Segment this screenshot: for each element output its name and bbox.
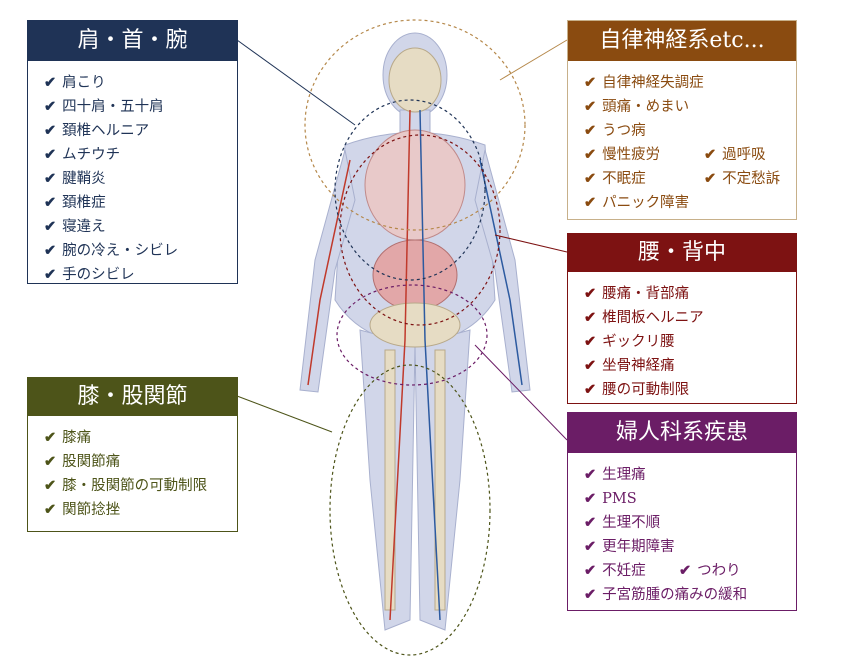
- check-icon: ✔: [44, 453, 57, 470]
- back-box: 腰・背中 ✔腰痛・背部痛 ✔椎間板ヘルニア ✔ギックリ腰 ✔坐骨神経痛 ✔腰の可動制限: [567, 233, 797, 404]
- check-icon: ✔: [584, 514, 597, 531]
- list-item: ✔PMS: [584, 490, 637, 507]
- check-icon: ✔: [584, 357, 597, 374]
- gyneco-region: [336, 284, 488, 386]
- autonomic-box: 自律神経系etc... ✔自律神経失調症 ✔頭痛・めまい ✔うつ病 ✔慢性疲労✔…: [567, 20, 797, 220]
- shoulder-list: ✔肩こり ✔四十肩・五十肩 ✔頚椎ヘルニア ✔ムチウチ ✔腱鞘炎 ✔頚椎症 ✔寝違え ✔腕の冷…: [28, 61, 237, 287]
- list-item: ✔膝痛: [44, 429, 92, 446]
- autonomic-list: ✔自律神経失調症 ✔頭痛・めまい ✔うつ病 ✔慢性疲労✔過呼吸 ✔不眠症✔不定愁…: [568, 61, 796, 215]
- check-icon: ✔: [584, 74, 597, 91]
- check-icon: ✔: [679, 562, 692, 579]
- check-icon: ✔: [44, 98, 57, 115]
- list-item: ✔寝違え: [44, 218, 106, 235]
- list-item: ✔腰痛・背部痛: [584, 285, 690, 302]
- list-item: ✔頚椎ヘルニア: [44, 122, 150, 139]
- list-item: ✔生理痛: [584, 466, 646, 483]
- back-region: [339, 134, 501, 326]
- connector-lines: [236, 39, 568, 441]
- check-icon: ✔: [584, 146, 597, 163]
- check-icon: ✔: [44, 501, 57, 518]
- gyneco-title: 婦人科系疾患: [568, 413, 796, 453]
- shoulder-region: [334, 99, 486, 281]
- shoulder-box: 肩・首・腕 ✔肩こり ✔四十肩・五十肩 ✔頚椎ヘルニア ✔ムチウチ ✔腱鞘炎 ✔頚椎症 ✔寝…: [27, 20, 238, 284]
- back-list: ✔腰痛・背部痛 ✔椎間板ヘルニア ✔ギックリ腰 ✔坐骨神経痛 ✔腰の可動制限: [568, 272, 796, 402]
- check-icon: ✔: [584, 586, 597, 603]
- region-ellipses: [304, 19, 526, 656]
- gyneco-box: 婦人科系疾患 ✔生理痛 ✔PMS ✔生理不順 ✔更年期障害 ✔不妊症✔つわり ✔…: [567, 412, 797, 611]
- check-icon: ✔: [584, 309, 597, 326]
- check-icon: ✔: [584, 466, 597, 483]
- list-item: ✔ギックリ腰: [584, 333, 675, 350]
- list-item: ✔パニック障害: [584, 194, 690, 211]
- list-item: ✔腰の可動制限: [584, 381, 690, 398]
- autonomic-region: [304, 19, 526, 231]
- check-icon: ✔: [584, 194, 597, 211]
- list-item: ✔手のシビレ: [44, 266, 135, 283]
- check-icon: ✔: [44, 266, 57, 283]
- check-icon: ✔: [44, 218, 57, 235]
- list-item: ✔腕の冷え・シビレ: [44, 242, 179, 259]
- autonomic-title: 自律神経系etc...: [568, 21, 796, 61]
- list-item: ✔不妊症✔つわり: [584, 562, 741, 579]
- list-item: ✔四十肩・五十肩: [44, 98, 164, 115]
- list-item: ✔椎間板ヘルニア: [584, 309, 704, 326]
- check-icon: ✔: [44, 74, 57, 91]
- check-icon: ✔: [584, 538, 597, 555]
- check-icon: ✔: [584, 490, 597, 507]
- gyneco-list: ✔生理痛 ✔PMS ✔生理不順 ✔更年期障害 ✔不妊症✔つわり ✔子宮筋腫の痛み…: [568, 453, 796, 607]
- list-item: ✔腱鞘炎: [44, 170, 106, 187]
- list-item: ✔うつ病: [584, 122, 646, 139]
- knee-list: ✔膝痛 ✔股関節痛 ✔膝・股関節の可動制限 ✔関節捻挫: [28, 416, 237, 522]
- list-item: ✔坐骨神経痛: [584, 357, 675, 374]
- knee-title: 膝・股関節: [28, 378, 237, 416]
- list-item: ✔自律神経失調症: [584, 74, 704, 91]
- back-title: 腰・背中: [568, 234, 796, 272]
- check-icon: ✔: [584, 285, 597, 302]
- list-item: ✔頭痛・めまい: [584, 98, 690, 115]
- list-item: ✔ムチウチ: [44, 146, 121, 163]
- list-item: ✔慢性疲労✔過呼吸: [584, 146, 766, 163]
- check-icon: ✔: [44, 170, 57, 187]
- knee-region: [329, 364, 491, 656]
- check-icon: ✔: [44, 477, 57, 494]
- skeleton: [364, 47, 466, 611]
- list-item: ✔子宮筋腫の痛みの緩和: [584, 586, 748, 603]
- shoulder-title: 肩・首・腕: [28, 21, 237, 61]
- check-icon: ✔: [584, 98, 597, 115]
- list-item: ✔頚椎症: [44, 194, 106, 211]
- list-item: ✔不眠症✔不定愁訴: [584, 170, 781, 187]
- check-icon: ✔: [44, 122, 57, 139]
- check-icon: ✔: [44, 242, 57, 259]
- check-icon: ✔: [44, 194, 57, 211]
- check-icon: ✔: [704, 170, 717, 187]
- check-icon: ✔: [584, 562, 597, 579]
- check-icon: ✔: [584, 122, 597, 139]
- list-item: ✔更年期障害: [584, 538, 675, 555]
- list-item: ✔生理不順: [584, 514, 661, 531]
- list-item: ✔股関節痛: [44, 453, 121, 470]
- check-icon: ✔: [44, 146, 57, 163]
- check-icon: ✔: [704, 146, 717, 163]
- knee-box: 膝・股関節 ✔膝痛 ✔股関節痛 ✔膝・股関節の可動制限 ✔関節捻挫: [27, 377, 238, 532]
- list-item: ✔関節捻挫: [44, 501, 121, 518]
- blood-vessels: [307, 109, 523, 621]
- list-item: ✔膝・股関節の可動制限: [44, 477, 208, 494]
- check-icon: ✔: [584, 170, 597, 187]
- check-icon: ✔: [584, 381, 597, 398]
- check-icon: ✔: [584, 333, 597, 350]
- list-item: ✔肩こり: [44, 74, 106, 91]
- check-icon: ✔: [44, 429, 57, 446]
